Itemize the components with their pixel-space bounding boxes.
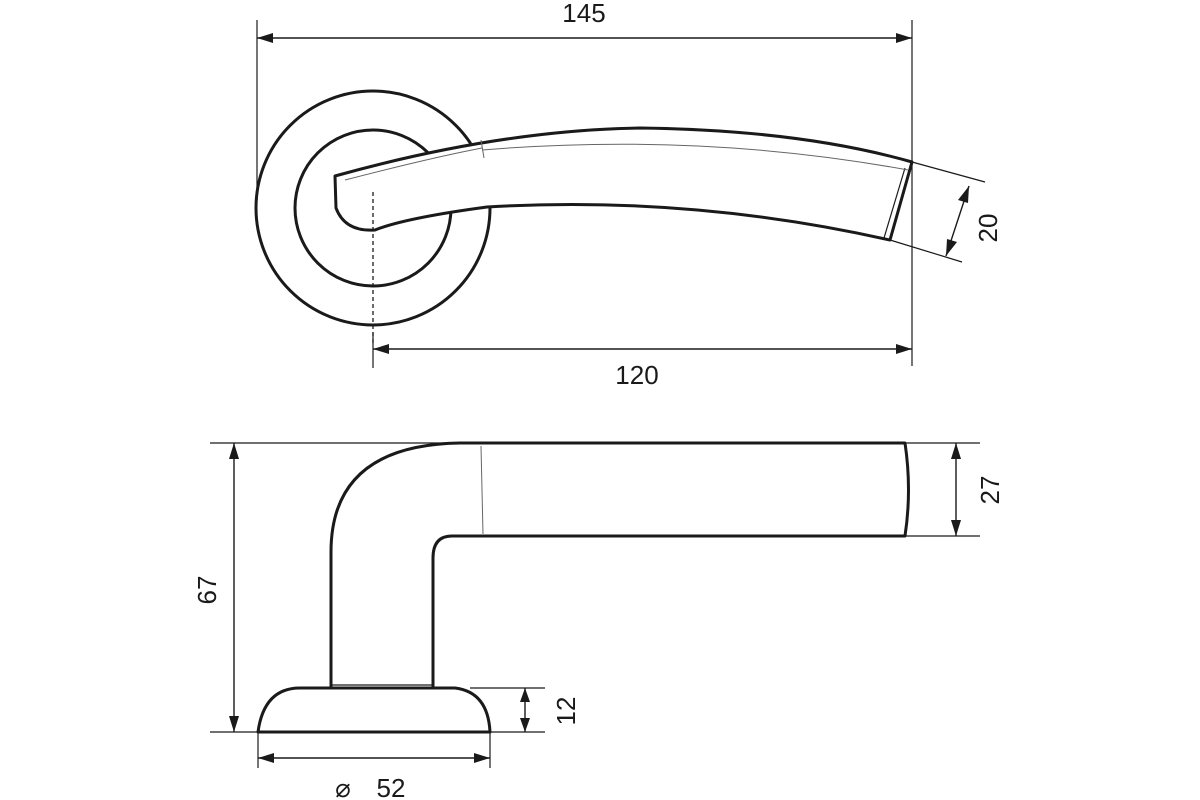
dimension-label-lever-thickness: 27 — [975, 476, 1005, 505]
dimension-lever-thickness: 27 — [951, 443, 1005, 536]
dimension-label-lever-length: 120 — [615, 360, 658, 390]
dimension-label-rose-diameter: 52 — [377, 773, 406, 800]
handle-joint-line — [480, 445, 484, 535]
dimension-label-overall-length: 145 — [562, 0, 605, 28]
dimension-rose-diameter: ⌀ 52 — [258, 753, 490, 800]
extension-line — [911, 161, 986, 183]
dimension-lever-length: 120 — [373, 344, 912, 390]
lever-top-outline — [333, 126, 914, 242]
lever-end-face — [883, 167, 906, 239]
top-view: 145 120 20 — [254, 0, 1003, 390]
dimension-overall-length: 145 — [257, 0, 912, 43]
dimension-overall-height: 67 — [192, 443, 239, 732]
diameter-symbol: ⌀ — [335, 773, 351, 800]
lever-highlight-line-2 — [481, 143, 909, 171]
handle-side-outline — [329, 441, 910, 690]
lever-highlight-line — [344, 147, 483, 181]
extension-line — [889, 239, 963, 263]
dimension-label-lever-end-width: 20 — [973, 214, 1003, 243]
rose-base-outline — [256, 686, 492, 734]
dimension-label-rose-height: 12 — [551, 697, 581, 726]
lever-joint-line — [480, 139, 485, 159]
dimension-rose-height: 12 — [520, 688, 581, 732]
dimension-lever-end-width: 20 — [945, 185, 1003, 257]
dimension-label-overall-height: 67 — [192, 576, 222, 605]
side-view: 67 27 12 ⌀ 52 — [192, 441, 1005, 800]
